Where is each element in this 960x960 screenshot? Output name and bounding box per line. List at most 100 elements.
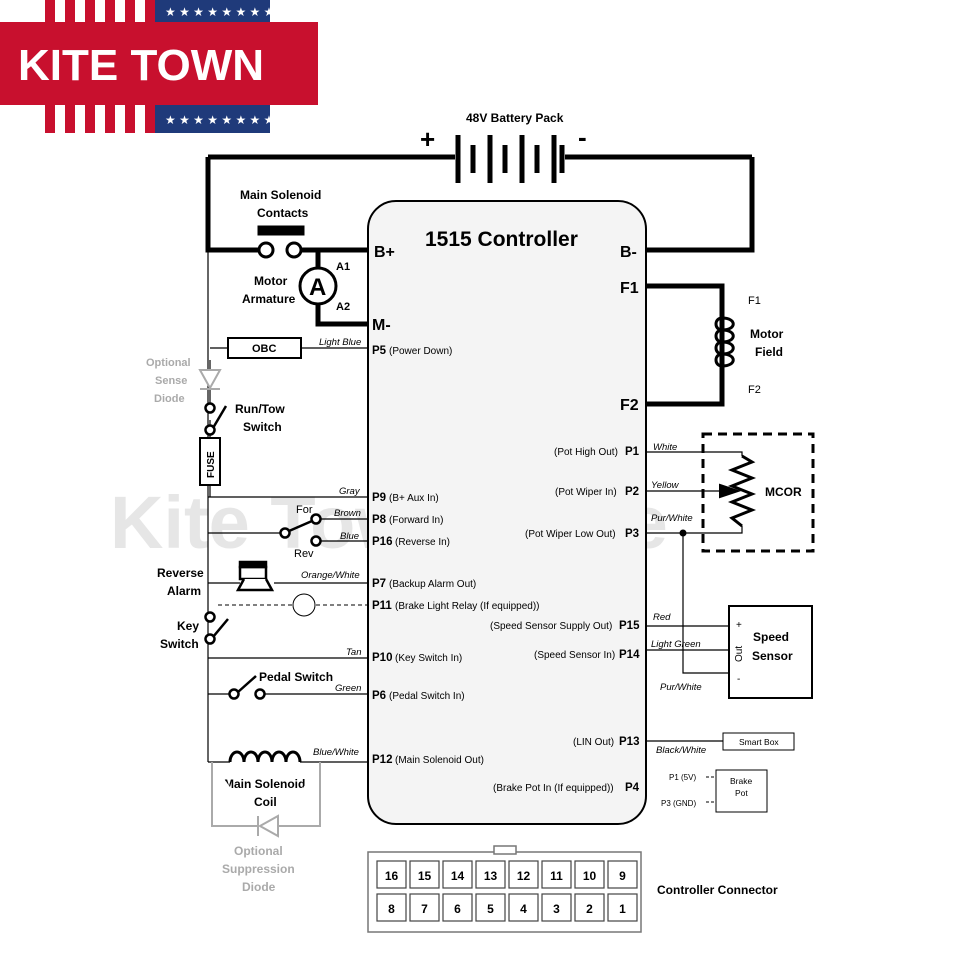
a1-label: A1 <box>336 261 350 273</box>
connector-pin-number: 7 <box>421 902 428 916</box>
left-pin-p8: P8(Forward In) <box>372 514 443 526</box>
brake-pot-box <box>715 769 768 813</box>
wire-blue: Blue <box>340 531 359 542</box>
connector-pin-number: 5 <box>487 902 494 916</box>
svg-text:P6: P6 <box>372 690 386 702</box>
battery-minus: - <box>578 122 587 152</box>
connector-pin-cell <box>475 860 506 889</box>
opt-supp-label-2: Suppression <box>222 862 295 876</box>
f2-terminal: F2 <box>620 397 639 414</box>
left-pin-p6: P6(Pedal Switch In) <box>372 690 465 702</box>
right-pin-p13: (LIN Out) P13 <box>573 736 639 748</box>
svg-text:P1: P1 <box>625 446 640 458</box>
connector-pin-number: 6 <box>454 902 461 916</box>
wire-pur-white-2: Pur/White <box>660 682 702 693</box>
svg-text:(Pot Wiper Low Out): (Pot Wiper Low Out) <box>525 529 616 540</box>
wire-red: Red <box>653 612 671 623</box>
left-pin-p16: P16(Reverse In) <box>372 536 450 548</box>
reverse-alarm-label-2: Alarm <box>167 584 201 598</box>
reverse-alarm-icon <box>235 560 275 592</box>
svg-text:★ ★ ★ ★ ★ ★ ★ ★ ★: ★ ★ ★ ★ ★ ★ ★ ★ ★ <box>165 113 289 127</box>
wire-orange-white: Orange/White <box>301 570 360 581</box>
motor-armature-label-2: Armature <box>242 292 296 306</box>
brake-relay-icon <box>292 593 316 617</box>
svg-text:(Speed Sensor Supply Out): (Speed Sensor Supply Out) <box>490 621 612 632</box>
svg-text:(Pedal Switch In): (Pedal Switch In) <box>389 691 465 702</box>
a2-label: A2 <box>336 301 350 313</box>
svg-text:(Reverse In): (Reverse In) <box>395 537 450 548</box>
opt-sense-label-1: Optional <box>146 357 191 369</box>
svg-text:(Backup Alarm Out): (Backup Alarm Out) <box>389 579 476 590</box>
connector-pin-cell <box>442 893 473 922</box>
svg-text:(Key Switch In): (Key Switch In) <box>395 653 462 664</box>
connector-pin-cell <box>376 893 407 922</box>
motor-field-f2: F2 <box>748 384 761 396</box>
connector-label: Controller Connector <box>657 883 778 897</box>
connector-pin-cell <box>541 893 572 922</box>
right-pin-p2: (Pot Wiper In)P2 <box>555 486 639 498</box>
direction-switch-icon <box>279 513 322 547</box>
svg-text:P7: P7 <box>372 578 386 590</box>
connector-pin-number: 2 <box>586 902 593 916</box>
coil-label-1: Main Solenoid <box>224 777 305 791</box>
svg-text:(Speed Sensor In): (Speed Sensor In) <box>534 650 615 661</box>
p3-gnd-label: P3 (GND) <box>661 799 696 808</box>
opt-sense-label-3: Diode <box>154 393 185 405</box>
left-pin-p10: P10(Key Switch In) <box>372 652 462 664</box>
connector-pin-cell <box>574 860 605 889</box>
connector-pin-number: 3 <box>553 902 560 916</box>
pedal-switch-label: Pedal Switch <box>259 670 333 684</box>
svg-text:P4: P4 <box>625 782 640 794</box>
fuse-label: FUSE <box>206 451 217 478</box>
right-pin-p3: (Pot Wiper Low Out)P3 <box>525 528 639 540</box>
speed-sensor-minus: - <box>737 674 740 685</box>
speed-sensor-label-2: Sensor <box>752 649 793 663</box>
svg-text:P12: P12 <box>372 754 392 766</box>
left-pin-p5: P5(Power Down) <box>372 345 452 357</box>
run-tow-label-2: Switch <box>243 420 282 434</box>
wire-yellow: Yellow <box>651 480 680 491</box>
brake-pot-label-2: Pot <box>735 788 748 798</box>
mminus-terminal: M- <box>372 317 391 334</box>
armature-icon <box>298 266 338 306</box>
connector-pin-number: 9 <box>619 869 626 883</box>
connector-pin-number: 8 <box>388 902 395 916</box>
wire-tan: Tan <box>346 647 362 658</box>
svg-text:★ ★ ★ ★ ★ ★ ★ ★ ★: ★ ★ ★ ★ ★ ★ ★ ★ ★ <box>165 5 289 19</box>
connector-pin-cell <box>541 860 572 889</box>
connector-pin-cell <box>508 860 539 889</box>
connector-pin-number: 15 <box>418 869 432 883</box>
svg-text:(LIN Out): (LIN Out) <box>573 737 614 748</box>
wire-pur-white: Pur/White <box>651 513 693 524</box>
wire-gray: Gray <box>339 486 361 497</box>
wire-light-blue: Light Blue <box>319 337 361 348</box>
svg-text:P15: P15 <box>619 620 640 632</box>
left-pin-p12: P12(Main Solenoid Out) <box>372 754 484 766</box>
connector-pin-number: 11 <box>550 869 563 883</box>
svg-text:P11: P11 <box>372 600 392 612</box>
battery-label: 48V Battery Pack <box>466 111 564 125</box>
run-tow-switch-icon <box>204 402 228 436</box>
controller-title: 1515 Controller <box>425 228 578 251</box>
svg-text:P13: P13 <box>619 736 639 748</box>
f1-terminal: F1 <box>620 280 639 297</box>
kite-town-logo: ★ ★ ★ ★ ★ ★ ★ ★ ★ ★ ★ ★ ★ ★ ★ ★ ★ ★ KITE… <box>0 0 318 133</box>
left-bus-wires <box>207 250 368 763</box>
connector-pin-cell <box>376 860 407 889</box>
logo-text: KITE TOWN <box>18 41 264 90</box>
brake-pot-label-1: Brake <box>730 776 752 786</box>
pedal-switch-icon <box>228 675 266 700</box>
svg-text:P10: P10 <box>372 652 392 664</box>
connector-pin-cell <box>475 893 506 922</box>
svg-text:P9: P9 <box>372 492 386 504</box>
svg-text:P14: P14 <box>619 649 640 661</box>
wire-blue-white: Blue/White <box>313 747 359 758</box>
wire-black-white: Black/White <box>656 745 706 756</box>
svg-text:(Pot Wiper In): (Pot Wiper In) <box>555 487 617 498</box>
mcor-box <box>701 432 815 553</box>
connector-pin-number: 10 <box>583 869 597 883</box>
left-pin-p7: P7(Backup Alarm Out) <box>372 578 476 590</box>
fuse-icon <box>199 437 221 486</box>
right-pin-p4: (Brake Pot In (If equipped))P4 <box>493 782 640 794</box>
controller-connector <box>367 845 642 933</box>
